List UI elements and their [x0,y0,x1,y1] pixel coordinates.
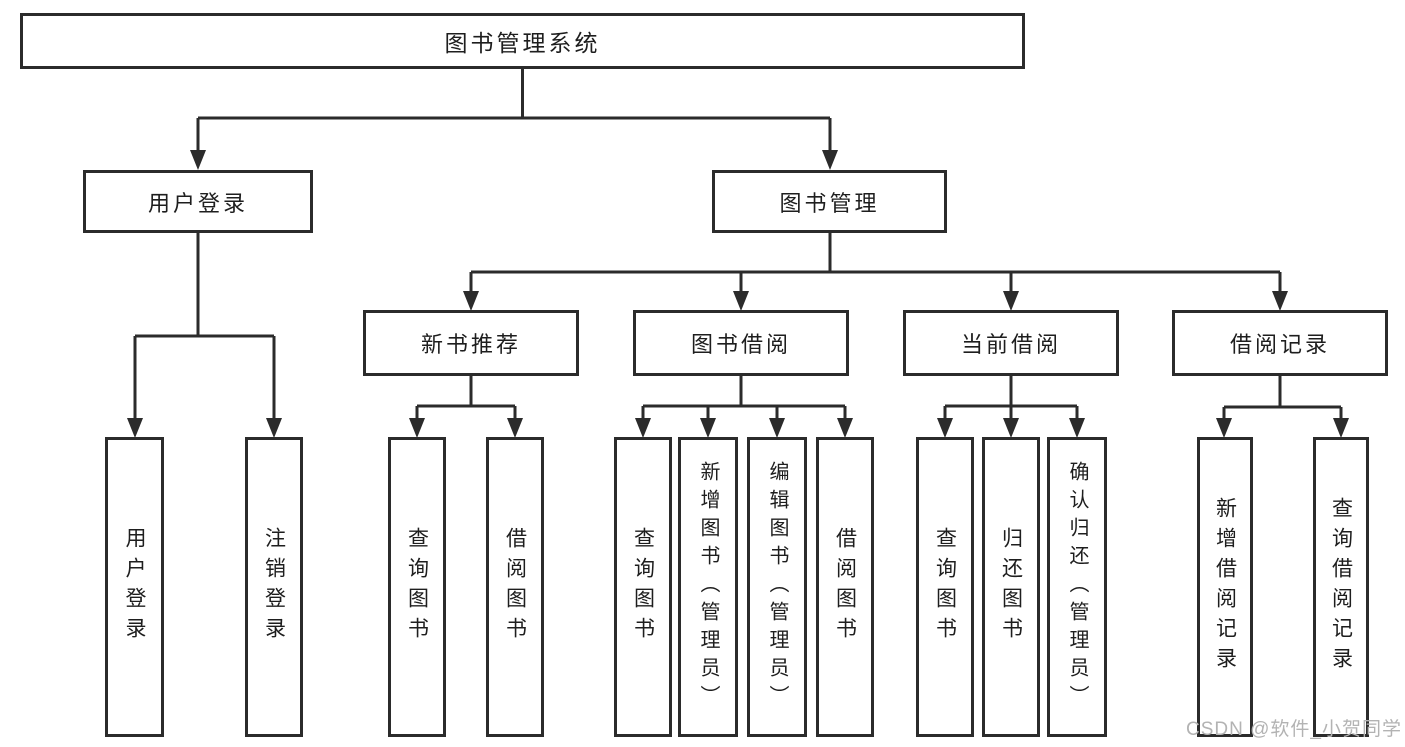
connector-edges [133,69,1343,424]
leaf-logout: 注销登录 [245,437,303,737]
node-borrow-records: 借阅记录 [1172,310,1388,376]
csdn-watermark: CSDN @软件_小贺同学 [1186,719,1402,740]
node-new-book-recommend: 新书推荐 [363,310,579,376]
node-user-login: 用户登录 [83,170,313,233]
leaf-add-books-admin: 新增图书（管理员） [678,437,738,737]
node-book-borrow: 图书借阅 [633,310,849,376]
leaf-recommend-borrow-books: 借阅图书 [486,437,544,737]
leaf-borrow-query-books: 查询图书 [614,437,672,737]
leaf-add-borrow-record: 新增借阅记录 [1197,437,1253,737]
node-current-borrow: 当前借阅 [903,310,1119,376]
node-book-management: 图书管理 [712,170,947,233]
arrowheads [127,150,1349,438]
leaf-recommend-query-books: 查询图书 [388,437,446,737]
node-root-system: 图书管理系统 [20,13,1025,69]
leaf-return-books: 归还图书 [982,437,1040,737]
leaf-current-query-books: 查询图书 [916,437,974,737]
leaf-query-borrow-record: 查询借阅记录 [1313,437,1369,737]
leaf-confirm-return-admin: 确认归还（管理员） [1047,437,1107,737]
leaf-borrow-borrow-books: 借阅图书 [816,437,874,737]
leaf-user-login: 用户登录 [105,437,164,737]
leaf-edit-books-admin: 编辑图书（管理员） [747,437,807,737]
